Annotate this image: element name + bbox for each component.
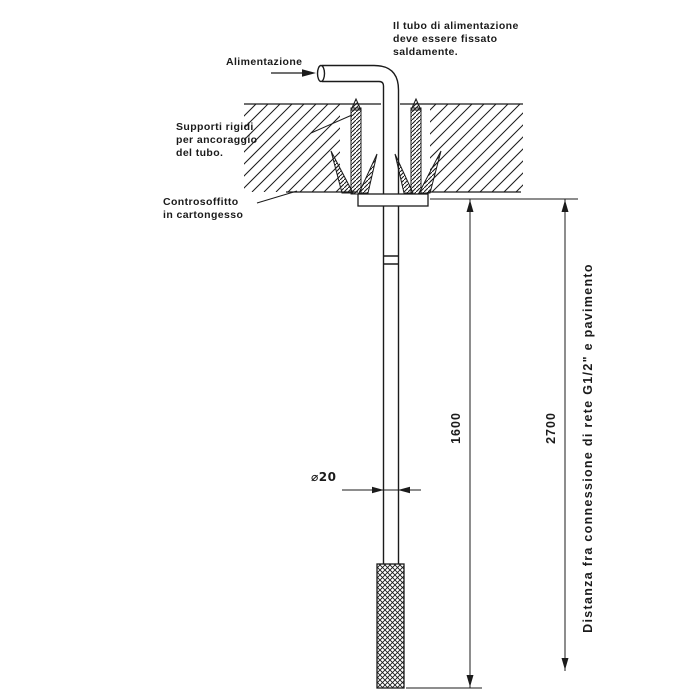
dimension-1600-text: 1600: [449, 412, 463, 444]
dimension-1600-lines: [406, 198, 578, 689]
diameter-callout-line: [342, 486, 421, 494]
ceiling-flange: [357, 193, 429, 207]
knurled-section: [376, 563, 405, 689]
supply-pipe: [316, 64, 400, 564]
alimentazione-arrow-icon: [271, 69, 316, 77]
anchor-left-icon: [330, 97, 378, 195]
note-supply-pipe: Il tubo di alimentazione deve essere fis…: [393, 20, 519, 58]
dimension-2700-lines: [561, 199, 569, 671]
label-supporti-rigidi: Supporti rigidi per ancoraggio del tubo.: [176, 121, 258, 159]
diameter-text: ⌀20: [311, 470, 337, 484]
label-distanza-pavimento: Distanza fra connessione di rete G1/2" e…: [581, 263, 595, 633]
dimension-2700-text: 2700: [544, 412, 558, 444]
leader-lines: [256, 114, 353, 204]
label-alimentazione: Alimentazione: [226, 56, 303, 68]
label-controsoffitto: Controsoffitto in cartongesso: [163, 196, 244, 221]
